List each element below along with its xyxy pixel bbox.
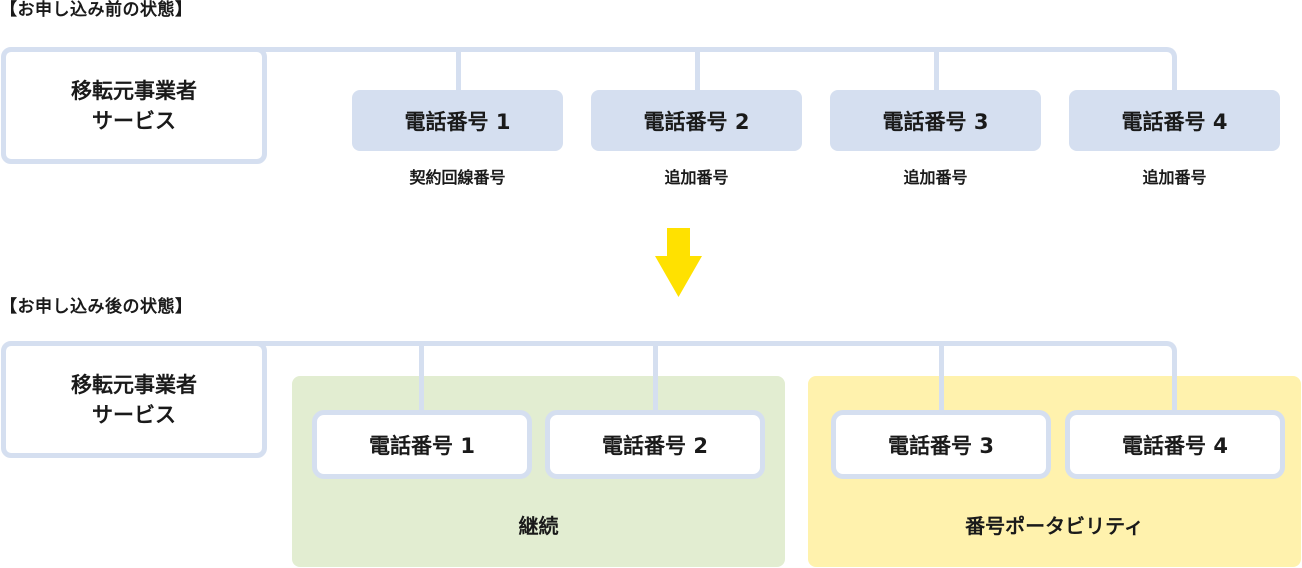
after-connector-phone-3 [939,344,944,412]
before-phone-3-caption: 追加番号 [903,168,968,187]
before-connector-phone-4 [1172,57,1177,90]
after-phone-3: 電話番号 3 [831,410,1051,479]
before-phone-4-caption: 追加番号 [1142,168,1207,187]
after-section-title: 【お申し込み後の状態】 [0,297,193,317]
before-section-title: 【お申し込み前の状態】 [0,0,193,20]
before-source-service-box: 移転元事業者 サービス [1,47,267,164]
before-phone-3: 電話番号 3 [830,90,1041,151]
source-line-1: 移転元事業者 [71,372,197,397]
after-connector-phone-2 [653,344,658,412]
before-connector-phone-1 [456,50,461,90]
before-phone-2: 電話番号 2 [591,90,802,151]
source-line-2: サービス [92,108,176,133]
after-connector-phone-4 [1172,351,1177,412]
after-connector-phone-1 [419,344,424,412]
number-portability-group-label: 番号ポータビリティ [965,514,1144,538]
before-connector-corner [1165,47,1177,59]
before-phone-1-caption: 契約回線番号 [409,168,506,187]
after-connector-corner [1165,341,1177,353]
down-arrow-icon [655,228,702,297]
source-line-2: サービス [92,402,176,427]
before-phone-1: 電話番号 1 [352,90,563,151]
before-phone-4: 電話番号 4 [1069,90,1280,151]
down-arrow-shape [655,228,702,297]
before-connector-horizontal [240,47,1167,52]
before-phone-2-caption: 追加番号 [664,168,729,187]
after-phone-2: 電話番号 2 [545,410,765,479]
after-phone-1: 電話番号 1 [312,410,532,479]
before-connector-phone-2 [695,50,700,90]
after-connector-horizontal [240,341,1167,346]
after-source-service-box: 移転元事業者 サービス [1,341,267,458]
source-line-1: 移転元事業者 [71,78,197,103]
continue-group-label: 継続 [518,514,559,538]
after-phone-4: 電話番号 4 [1065,410,1285,479]
before-connector-phone-3 [934,50,939,90]
